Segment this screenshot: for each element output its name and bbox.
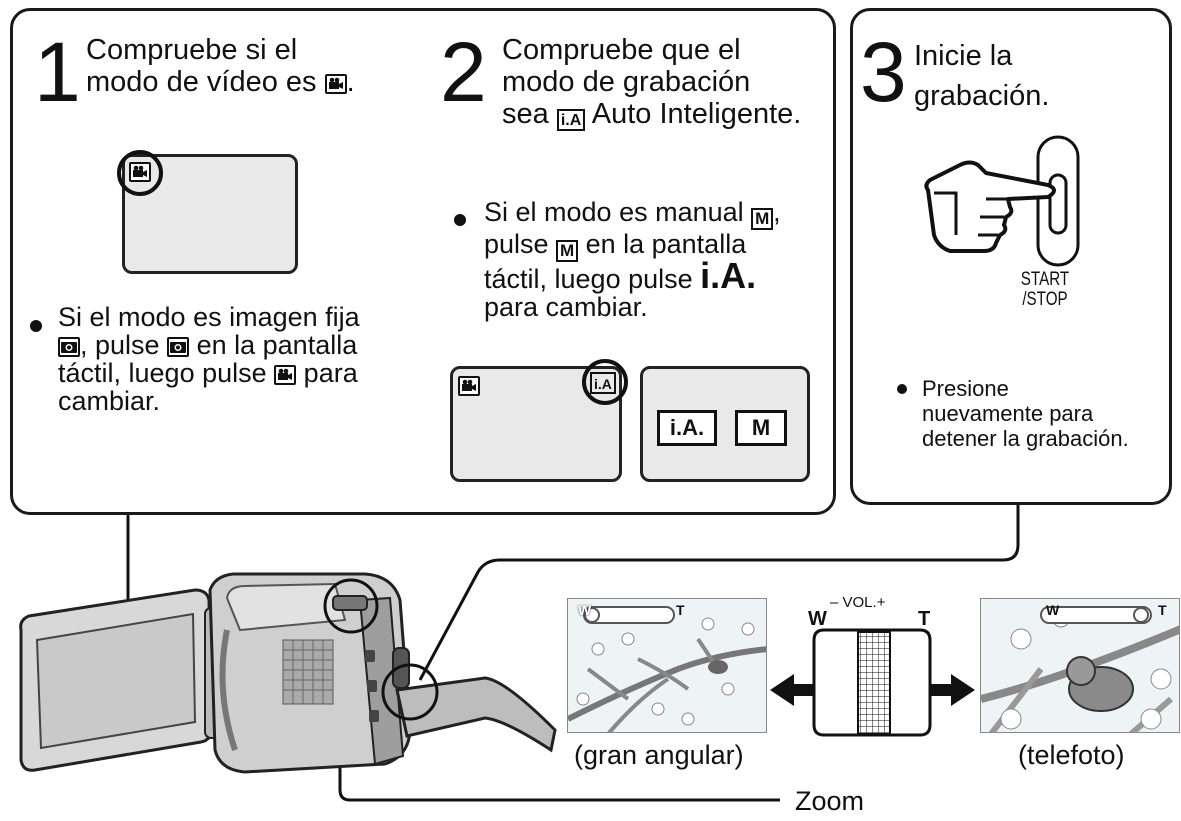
step-1-bullet-dot	[30, 320, 42, 332]
telephoto-w-label: W	[1046, 602, 1060, 618]
step-1-bullet-line3-wrap: táctil, luego pulse para	[58, 359, 418, 387]
step-2-heading-line3a: sea	[502, 98, 549, 130]
manual-mode-icon: M	[751, 208, 774, 230]
step-1-bullet-line3b: para	[303, 358, 358, 388]
step-1-bullet-line2-wrap: , pulse en la pantalla	[58, 331, 418, 359]
intelligent-auto-icon: i.A	[590, 372, 616, 394]
step-3-heading: Inicie la grabación.	[914, 40, 1164, 112]
start-label: START	[1020, 269, 1070, 290]
camera-icon	[58, 337, 80, 357]
manual-mode-button[interactable]: M	[735, 410, 787, 446]
camera-icon	[167, 337, 190, 357]
step-2-bullet-line2b: en la pantalla	[585, 229, 747, 259]
step-2-heading: Compruebe que el modo de grabación sea i…	[502, 34, 832, 131]
step-1-heading-line1: Compruebe si el	[86, 34, 298, 66]
step-2-bullet-line3: táctil, luego pulse	[484, 264, 693, 294]
step-2-bullet-text: Si el modo es manual M, pulse M en la pa…	[484, 198, 829, 321]
video-camera-icon	[324, 74, 347, 94]
step-1-bullet-line1: Si el modo es imagen fija	[58, 302, 360, 332]
step-2-bullet-line2-wrap: pulse M en la pantalla	[484, 230, 829, 262]
step-1-heading: Compruebe si el modo de vídeo es .	[86, 34, 436, 98]
step-1-heading-line2-wrap: modo de vídeo es .	[86, 66, 436, 98]
step-2-bullet-dot	[454, 214, 466, 226]
step-1-screen-preview	[122, 154, 298, 274]
step-3-bullet-dot	[897, 384, 907, 394]
wide-angle-w-label: W	[578, 602, 592, 618]
step-1-bullet-line2a: , pulse	[80, 330, 160, 360]
start-stop-label: START /STOP	[1009, 270, 1081, 310]
step-2-bullet-line3-wrap: táctil, luego pulse i.A.	[484, 258, 829, 294]
step-3-heading-line1: Inicie la	[914, 40, 1013, 72]
zoom-lever-w-label: W	[808, 608, 827, 630]
intelligent-auto-icon: i.A	[556, 109, 586, 131]
step-1-bullet-line3: táctil, luego pulse	[58, 358, 267, 388]
step-3-note: Presione nuevamente para detener la grab…	[922, 376, 1167, 451]
wide-angle-preview	[567, 598, 767, 733]
telephoto-caption: (telefoto)	[1018, 740, 1125, 770]
manual-mode-icon: M	[556, 240, 579, 262]
pointing-hand-icon	[924, 135, 1080, 267]
step-3-number: 3	[860, 25, 907, 119]
step-2-bullet-line1: Si el modo es manual	[484, 197, 744, 227]
step-1-number: 1	[34, 25, 81, 119]
step-2-bullet-line1-suffix: ,	[773, 197, 781, 227]
step-2-number: 2	[440, 25, 487, 119]
video-camera-icon	[129, 162, 151, 182]
video-camera-icon	[274, 365, 297, 385]
step-2-bullet-line4: para cambiar.	[484, 292, 648, 322]
step-1-bullet-line4: cambiar.	[58, 386, 161, 416]
step-1-heading-period: .	[346, 66, 355, 98]
telephoto-t-label: T	[1158, 602, 1167, 618]
step-3-panel	[850, 8, 1172, 505]
video-camera-icon	[458, 376, 480, 396]
step-2-heading-line3-wrap: sea i.A Auto Inteligente.	[502, 98, 832, 131]
zoom-lever-t-label: T	[918, 608, 931, 630]
step-2-heading-line3b: Auto Inteligente.	[591, 98, 802, 130]
step-2-bullet-ia-big: i.A.	[700, 255, 757, 296]
step-1-bullet-text: Si el modo es imagen fija , pulse en la …	[58, 303, 418, 415]
step-2-heading-line1: Compruebe que el	[502, 34, 741, 66]
step-1-bullet-line2b: en la pantalla	[196, 330, 358, 360]
zoom-label: Zoom	[795, 786, 865, 816]
step-2-bullet-line2a: pulse	[484, 229, 549, 259]
zoom-lever-illustration	[770, 628, 975, 737]
step-1-heading-line2: modo de vídeo es	[86, 66, 317, 98]
wide-angle-scene	[568, 599, 766, 732]
step-2-bullet-line1-wrap: Si el modo es manual M,	[484, 198, 829, 230]
step-1-video-icon-highlight	[117, 150, 163, 196]
telephoto-scene	[981, 599, 1179, 732]
step-3-note-line3: detener la grabación.	[922, 426, 1129, 451]
step-3-note-line2: nuevamente para	[922, 401, 1094, 426]
step-3-heading-line2: grabación.	[914, 80, 1050, 112]
telephoto-preview	[980, 598, 1180, 733]
step-2-ia-icon-highlight	[582, 359, 628, 405]
step-3-note-line1: Presione	[922, 376, 1009, 401]
wide-angle-caption: (gran angular)	[574, 740, 744, 770]
stop-label: /STOP	[1022, 289, 1068, 310]
wide-angle-t-label: T	[676, 602, 685, 618]
camcorder-illustration	[19, 572, 557, 774]
zoom-lever-vol-label: – VOL.+	[830, 594, 886, 611]
ia-mode-button[interactable]: i.A.	[657, 410, 717, 446]
step-2-heading-line2: modo de grabación	[502, 66, 751, 98]
